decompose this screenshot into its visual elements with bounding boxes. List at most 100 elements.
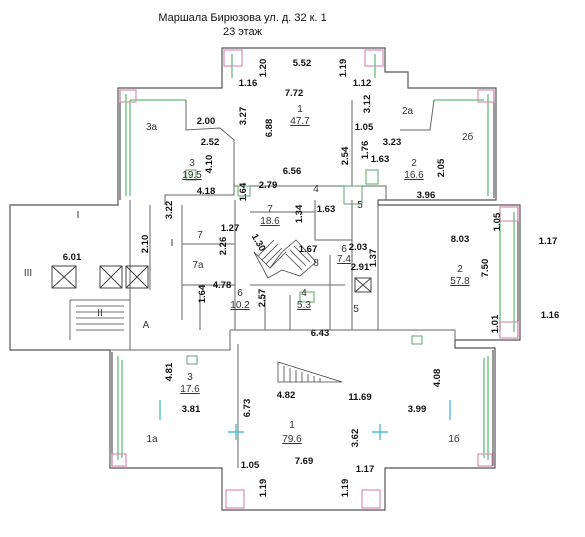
room-6-mid-number: 6 xyxy=(341,244,347,255)
dim-127: 1.27 xyxy=(221,223,240,234)
dim-362: 3.62 xyxy=(350,429,361,448)
dim-803: 8.03 xyxy=(451,234,470,245)
room-3-top-number: 3 xyxy=(189,158,195,169)
dim-117: 1.17 xyxy=(539,236,558,247)
dim-418: 4.18 xyxy=(197,186,216,197)
dim-167: 1.67 xyxy=(299,244,318,255)
dim-112: 1.12 xyxy=(353,78,372,89)
dim-210: 2.10 xyxy=(140,235,151,254)
dim-279: 2.79 xyxy=(259,180,278,191)
dim-105-bottom: 1.05 xyxy=(241,460,260,471)
dim-164-b: 1.64 xyxy=(197,284,208,303)
dim-257: 2.57 xyxy=(257,289,268,308)
dim-205: 2.05 xyxy=(436,158,447,177)
stairs xyxy=(69,239,343,383)
corner-markers xyxy=(111,49,519,509)
room-5-low-label: 5 xyxy=(353,304,359,315)
dim-688: 6.88 xyxy=(264,119,275,138)
dim-478: 4.78 xyxy=(213,280,232,291)
room-1-top-number: 1 xyxy=(297,104,303,115)
room-II-label: II xyxy=(97,308,103,319)
room-1-low-area: 79.6 xyxy=(282,434,302,445)
room-2-big-number: 2 xyxy=(457,264,463,275)
dim-226: 2.26 xyxy=(218,237,229,256)
room-1a-label: 1а xyxy=(146,434,158,445)
room-3a-label: 3а xyxy=(146,122,158,133)
room-8-label: 8 xyxy=(313,258,319,269)
room-I-label: I xyxy=(77,210,80,221)
dim-291: 2.91 xyxy=(351,262,370,273)
dim-323: 3.23 xyxy=(383,137,402,148)
room-3-low-number: 3 xyxy=(187,372,193,383)
dim-769: 7.69 xyxy=(295,456,314,467)
room-1b-label: 1б xyxy=(448,433,460,445)
room-71-label: 7 xyxy=(197,230,203,241)
room-A-label: A xyxy=(143,320,150,331)
room-5-top-label: 5 xyxy=(357,200,363,211)
dim-656: 6.56 xyxy=(283,166,302,177)
plan-floor-label: 23 этаж xyxy=(222,26,263,38)
dim-252: 2.52 xyxy=(201,137,220,148)
room-6-low-area: 10.2 xyxy=(230,300,250,311)
room-III-label: III xyxy=(24,268,32,279)
room-2a-label: 2а xyxy=(402,106,414,117)
dim-119-bottom-right: 1.19 xyxy=(340,479,351,498)
room-1-low-number: 1 xyxy=(289,420,295,431)
dim-119-bottom-left: 1.19 xyxy=(258,479,269,498)
dim-116-right: 1.16 xyxy=(541,310,560,321)
room-6-low-number: 6 xyxy=(237,288,243,299)
dim-552: 5.52 xyxy=(293,58,312,69)
dim-381: 3.81 xyxy=(182,404,201,415)
dim-482: 4.82 xyxy=(277,390,296,401)
dim-312: 3.12 xyxy=(362,95,373,114)
fixtures xyxy=(185,169,423,365)
dim-116: 1.16 xyxy=(239,78,258,89)
dim-254: 2.54 xyxy=(340,146,351,165)
dim-163-a: 1.63 xyxy=(371,154,390,165)
dim-750: 7.50 xyxy=(480,259,491,278)
dimension-labels: 5.52 1.20 1.19 1.16 1.12 7.72 3.27 6.88 … xyxy=(63,58,560,497)
room-2-top-area: 16.6 xyxy=(404,170,424,181)
dim-105-top: 1.05 xyxy=(355,122,374,133)
dim-601: 6.01 xyxy=(63,252,82,263)
dim-176: 1.76 xyxy=(360,141,371,160)
room-I-vestibule-label: I xyxy=(171,238,174,249)
dim-408: 4.08 xyxy=(432,369,443,388)
dim-130: 1.30 xyxy=(249,232,268,254)
room-2-big-area: 57.8 xyxy=(450,276,470,287)
dim-322: 3.22 xyxy=(164,201,175,220)
room-labels: 1 47.7 3а 2а 2б 3 19.5 2 16.6 4 5 7 18.6… xyxy=(24,104,474,445)
plan-address-title: Маршала Бирюзова ул. д. 32 к. 1 xyxy=(158,12,327,24)
room-71a-label: 7а xyxy=(192,260,204,271)
interior-walls xyxy=(110,99,456,468)
dim-134: 1.34 xyxy=(294,204,305,223)
dim-399: 3.99 xyxy=(408,404,427,415)
dim-327: 3.27 xyxy=(238,107,249,126)
room-6-mid-area: 7.4 xyxy=(337,254,351,265)
dim-396: 3.96 xyxy=(417,190,436,201)
room-3-low-area: 17.6 xyxy=(180,384,200,395)
dim-673: 6.73 xyxy=(242,399,253,418)
room-4-top-number: 4 xyxy=(313,184,319,195)
room-3-top-area: 19.5 xyxy=(182,170,202,181)
dim-203: 2.03 xyxy=(349,242,368,253)
windows xyxy=(159,400,451,440)
room-4-low-number: 4 xyxy=(301,288,307,299)
dim-163-b: 1.63 xyxy=(317,204,336,215)
room-4-low-area: 5.3 xyxy=(297,300,311,311)
room-2b-label: 2б xyxy=(462,131,474,143)
dim-119-top: 1.19 xyxy=(338,59,349,78)
dim-120: 1.20 xyxy=(258,59,269,78)
dim-117-bottom: 1.17 xyxy=(356,464,375,475)
balconies xyxy=(117,54,515,460)
dim-137: 1.37 xyxy=(368,249,379,268)
dim-101: 1.01 xyxy=(490,314,501,333)
dim-643: 6.43 xyxy=(311,328,330,339)
room-1-top-area: 47.7 xyxy=(290,116,310,127)
room-7-number: 7 xyxy=(267,204,273,215)
dim-481: 4.81 xyxy=(164,362,175,381)
dim-200: 2.00 xyxy=(197,116,216,127)
dim-1169: 11.69 xyxy=(348,392,371,403)
dim-410: 4.10 xyxy=(204,155,215,174)
